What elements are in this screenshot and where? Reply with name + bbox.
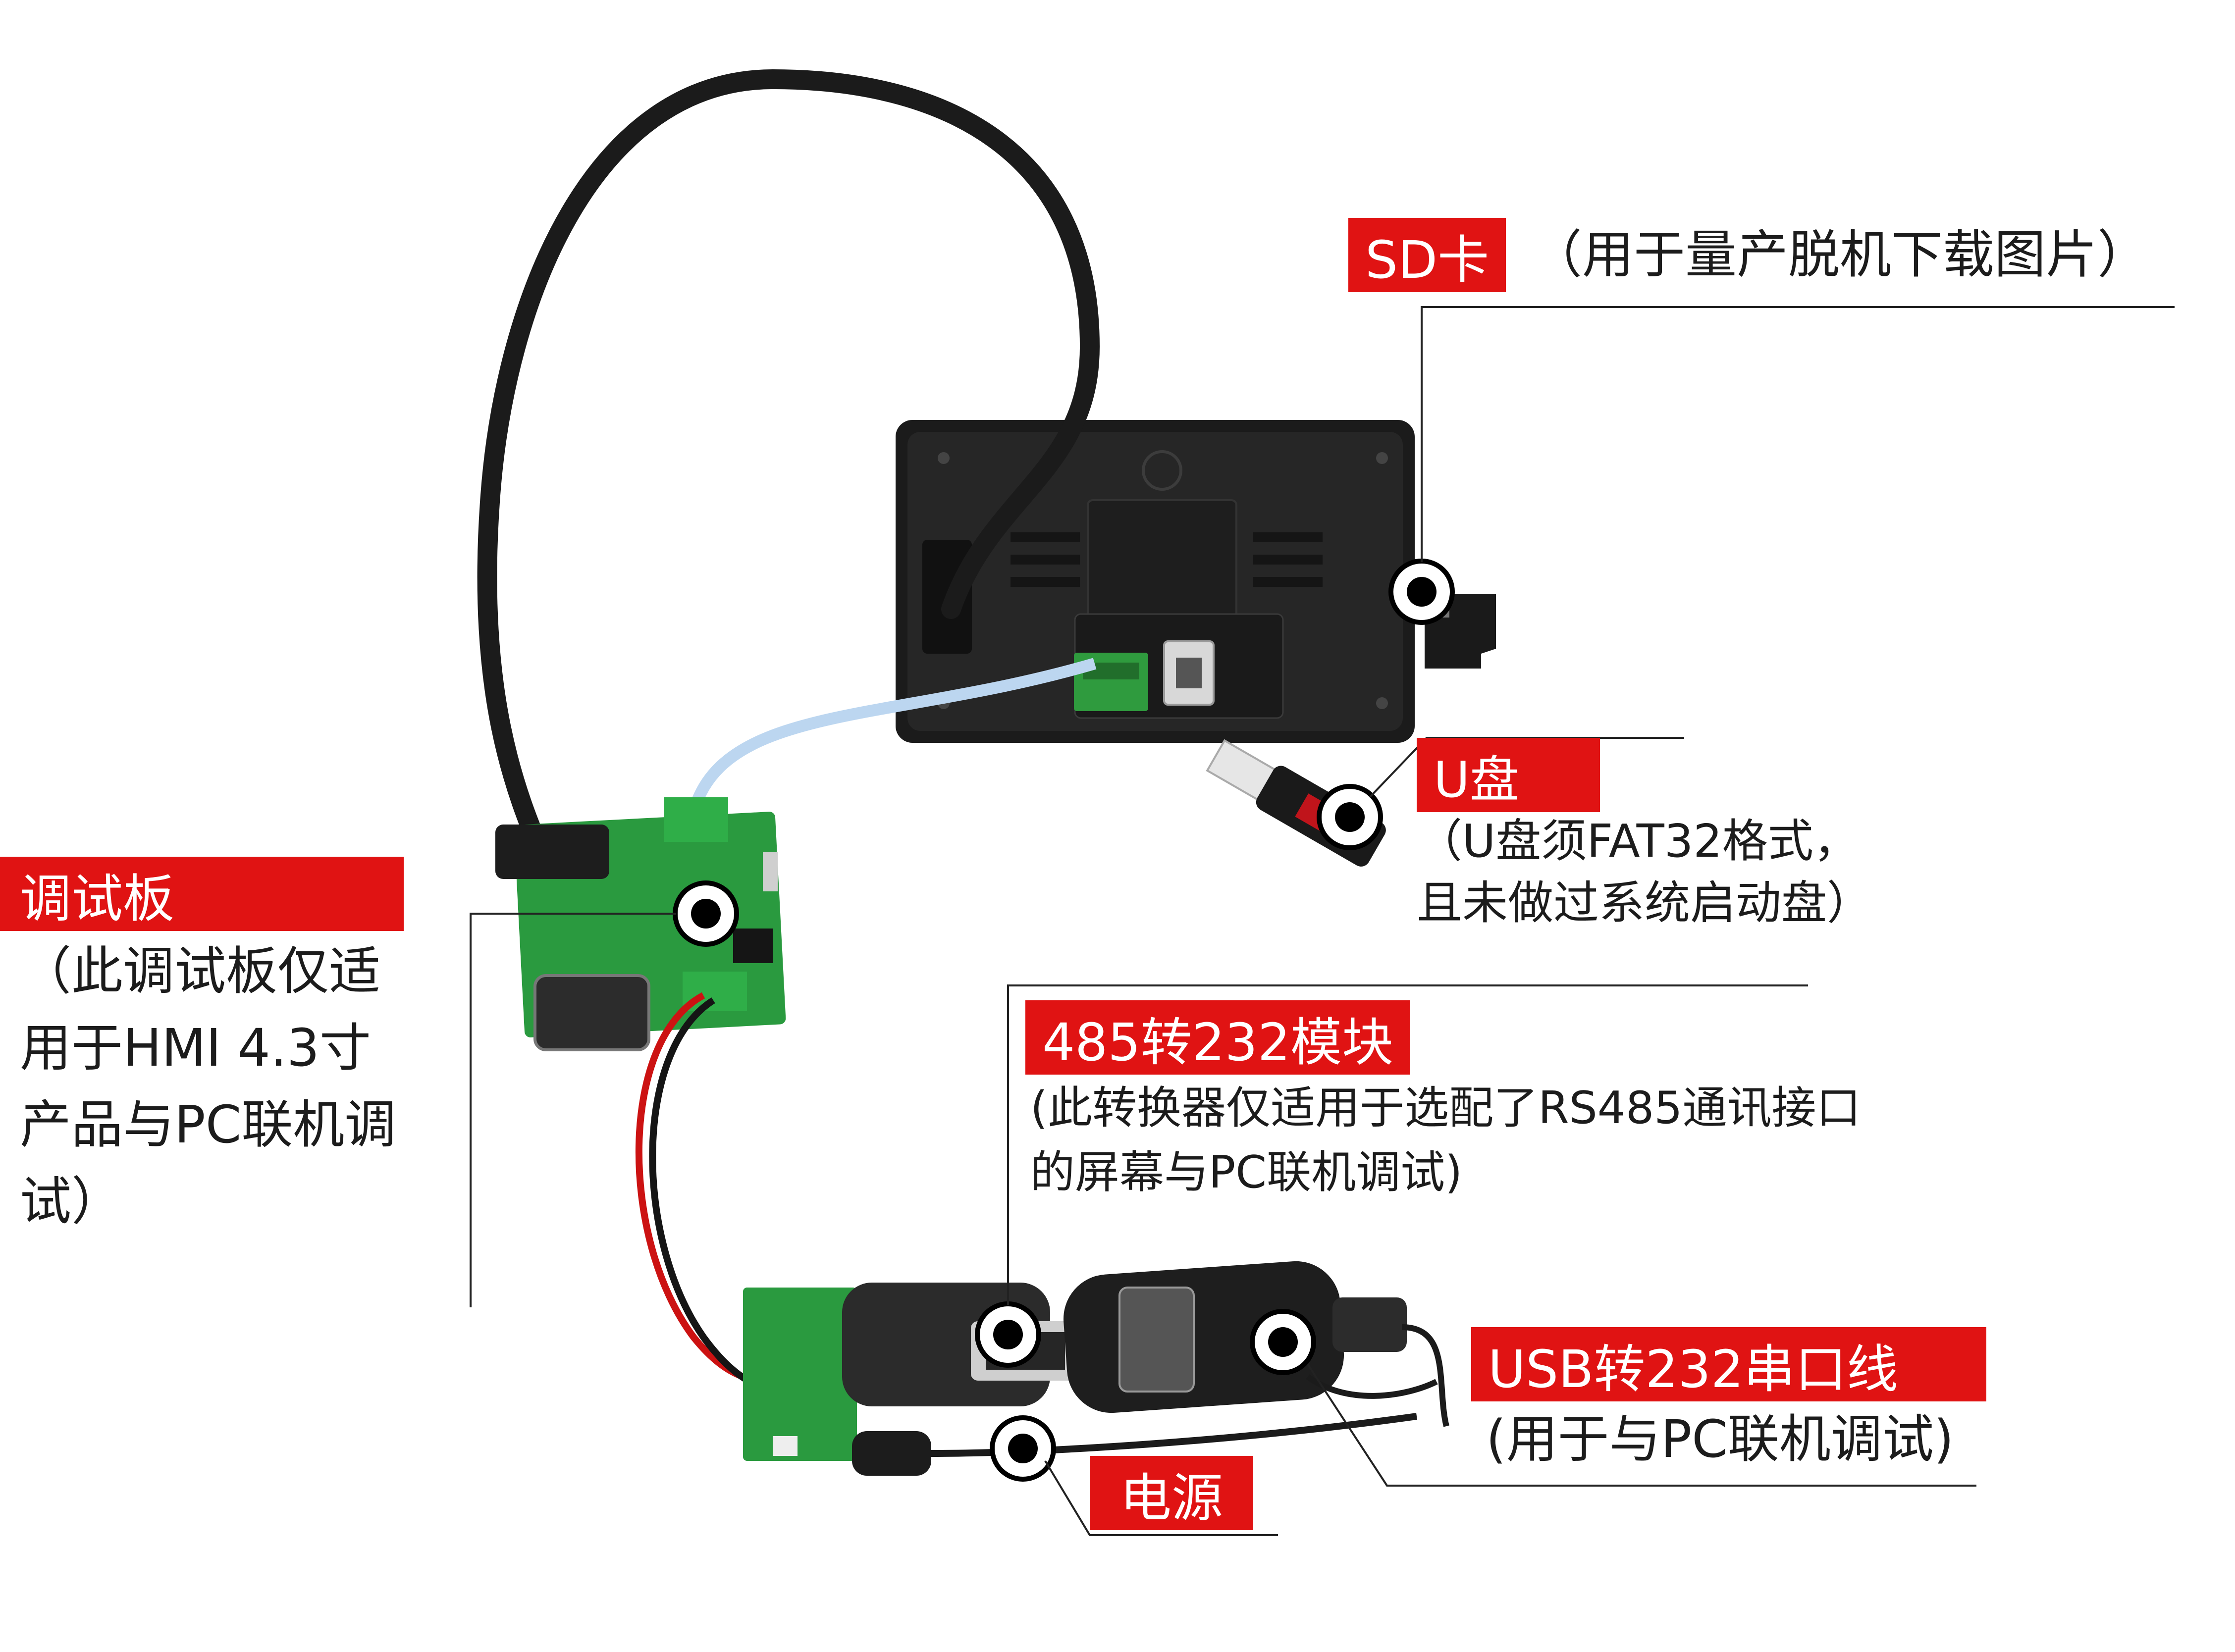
usb-disk-description-line2: 且未做过系统启动盘） xyxy=(1417,877,1873,929)
db9-connector-icon xyxy=(533,974,650,1051)
sd-card-description: （用于量产脱机下载图片） xyxy=(1531,224,2149,285)
debug-board xyxy=(495,797,786,1051)
debug-board-label: 调试板 xyxy=(0,857,404,931)
marker-usb232 xyxy=(1250,1309,1316,1375)
usb232-cable-description: (用于与PC联机调试) xyxy=(1486,1409,1954,1469)
debug-board-description-line1: （此调试板仅适 xyxy=(20,941,381,1001)
debug-board-description-line4: 试） xyxy=(20,1171,123,1232)
marker-rs485 xyxy=(975,1301,1041,1368)
marker-sd-card xyxy=(1388,559,1455,625)
usb232-cable-label: USB转232串口线 xyxy=(1471,1327,1986,1401)
usb-disk-label: U盘 xyxy=(1417,738,1600,812)
power-label: 电源 xyxy=(1090,1456,1253,1530)
ribbon-cable xyxy=(688,658,1097,814)
usb232-cable xyxy=(1063,1261,1449,1427)
marker-usb-disk xyxy=(1317,784,1383,850)
debug-board-description-line2: 用于HMI 4.3寸 xyxy=(20,1018,372,1078)
rs485-module-label: 485转232模块 xyxy=(1025,1000,1411,1075)
debug-board-description-line3: 产品与PC联机调 xyxy=(20,1094,396,1155)
power-cable xyxy=(852,1413,1417,1476)
rs485-module-description-line2: 的屏幕与PC联机调试) xyxy=(1030,1146,1463,1198)
rs485-module-description-line1: (此转换器仅适用于选配了RS485通讯接口 xyxy=(1030,1082,1861,1134)
marker-debug-board xyxy=(673,880,739,947)
sd-card-label: SD卡 xyxy=(1348,218,1506,292)
marker-power xyxy=(990,1415,1056,1482)
rs232-cable xyxy=(477,69,1100,872)
usb-disk-description-line1: （U盘须FAT32格式， xyxy=(1417,815,1859,868)
